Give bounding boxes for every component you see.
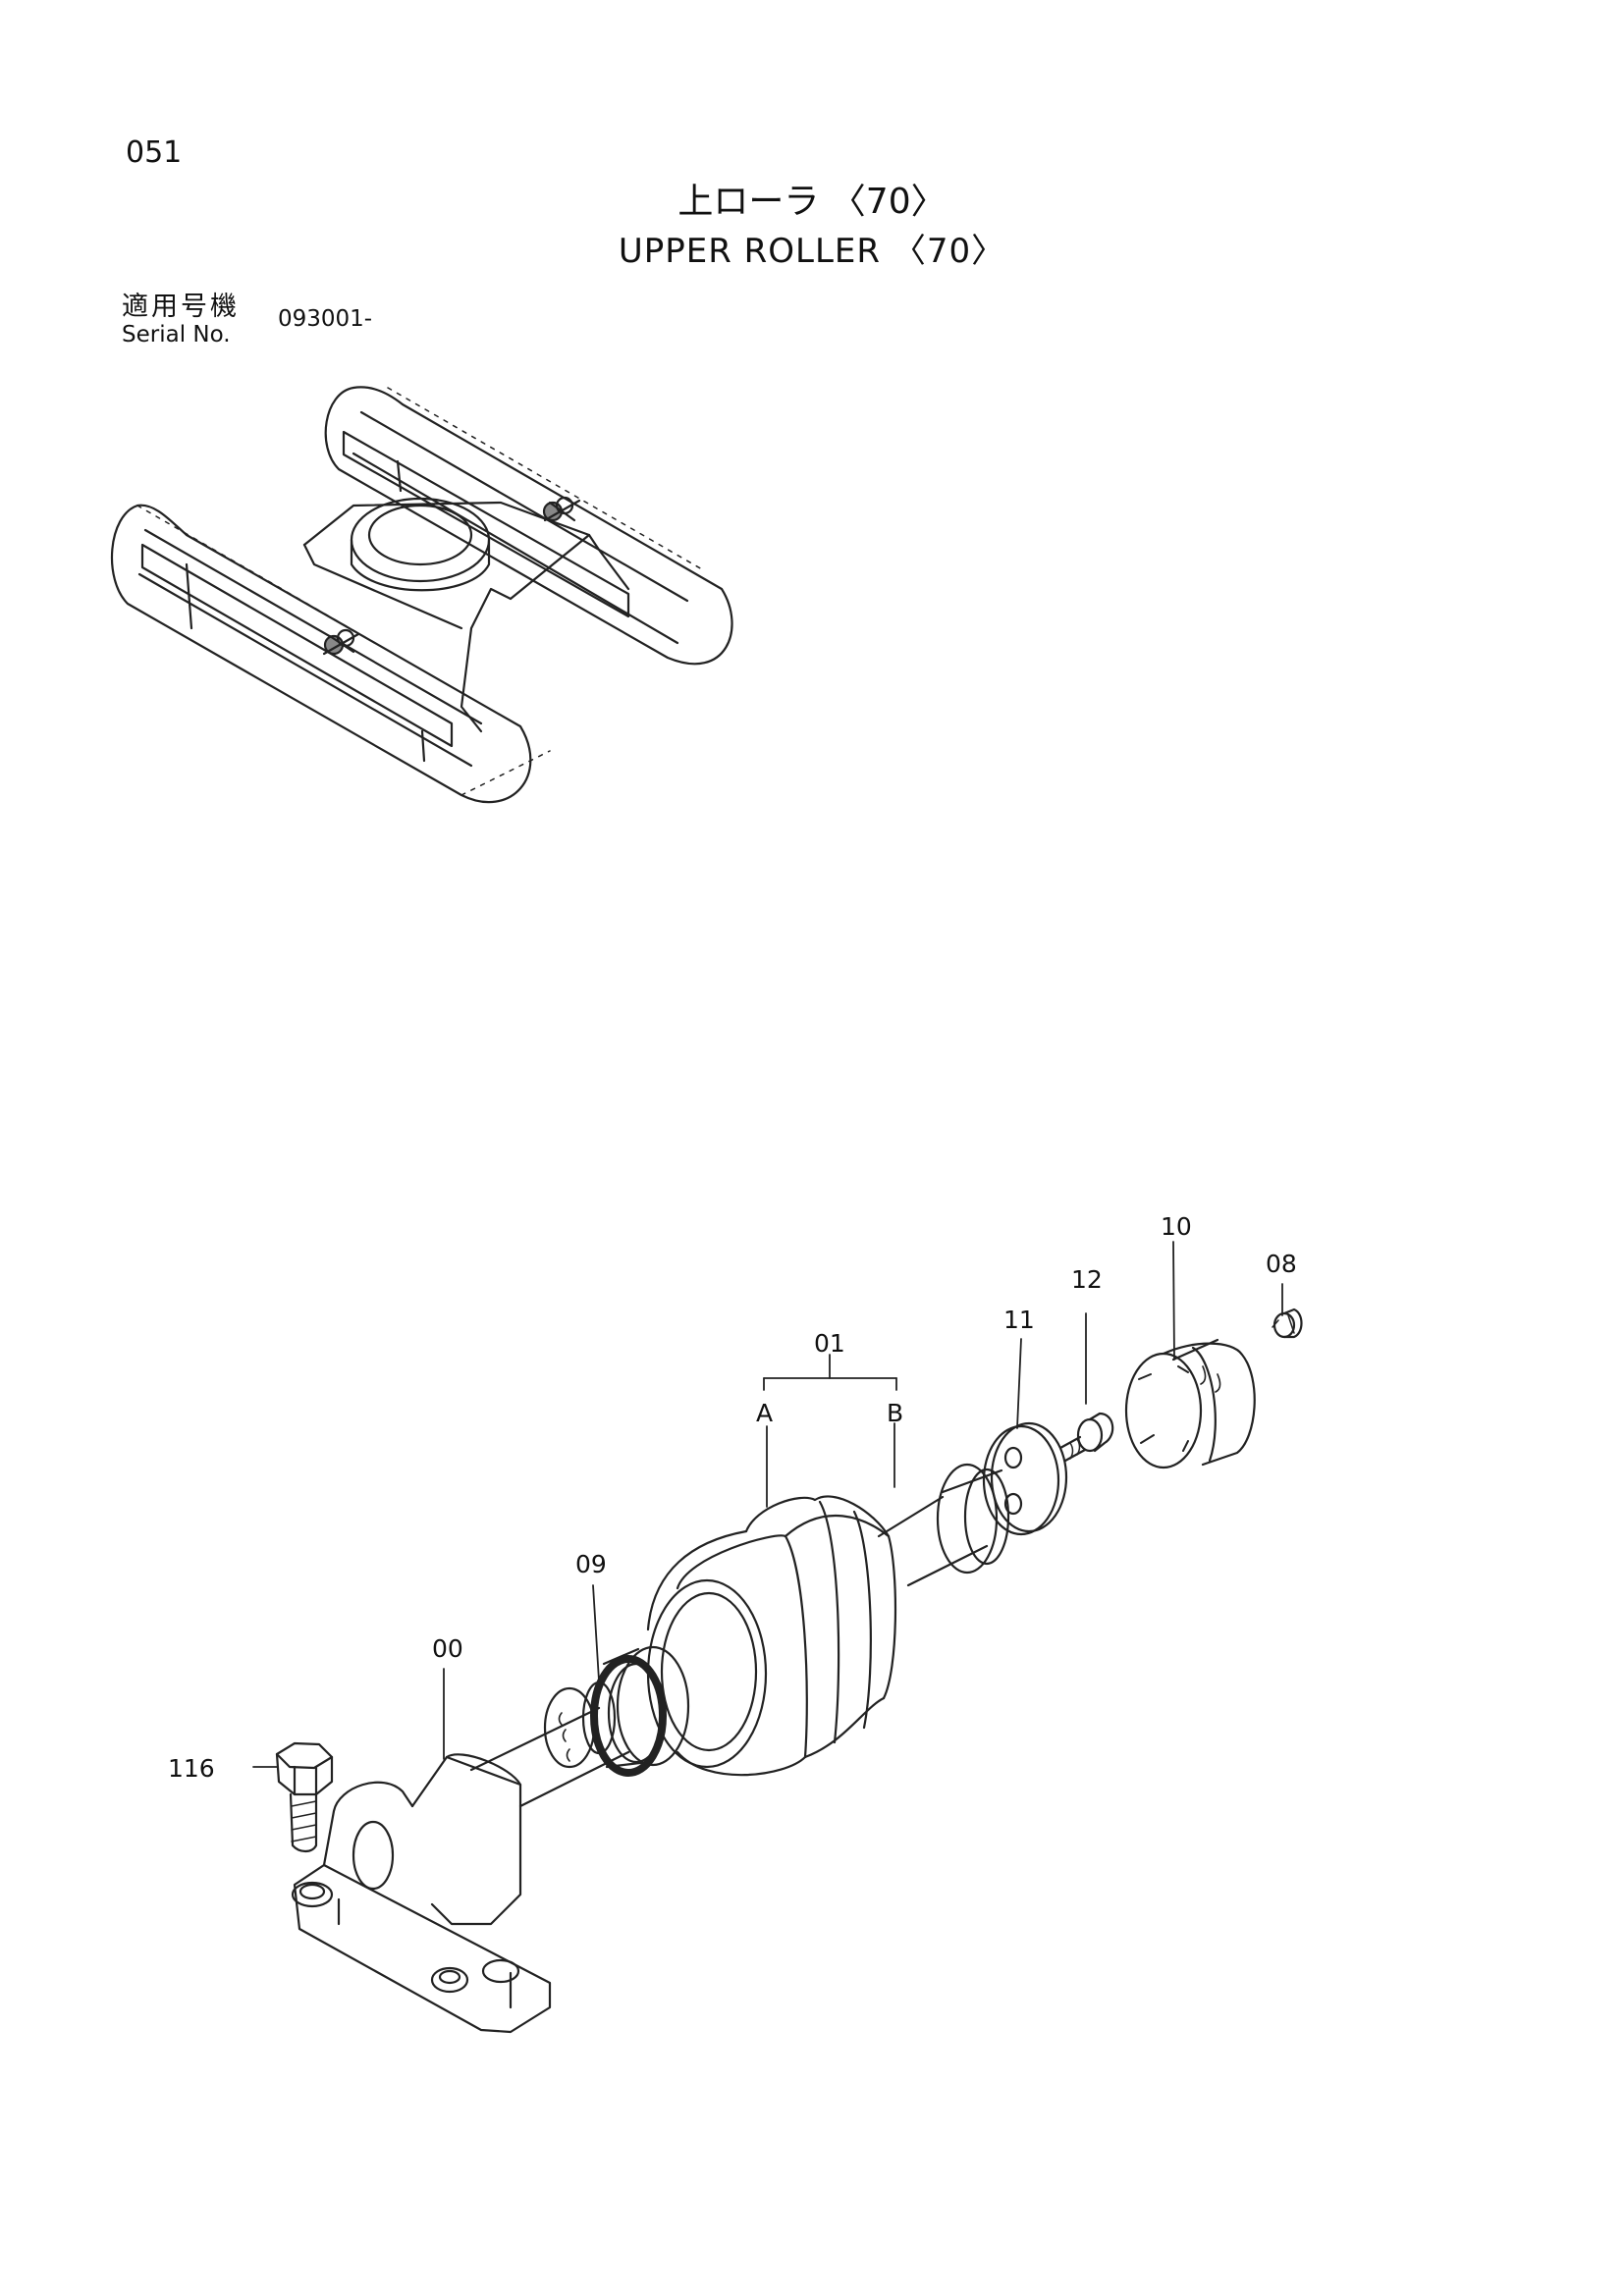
serial-label: Serial No.	[122, 322, 231, 347]
plug-bolt-part	[1058, 1412, 1114, 1463]
callout-11: 11	[1003, 1306, 1035, 1334]
callout-01: 01	[814, 1329, 845, 1358]
page-title-japanese: 上ローラ 〈70〉	[677, 182, 947, 222]
serial-number-value: 093001-	[278, 306, 373, 332]
shaft-sleeve-part	[877, 1463, 1010, 1587]
bolt-part	[275, 1741, 334, 1853]
callout-09: 09	[575, 1550, 607, 1578]
callout-12: 12	[1071, 1265, 1103, 1294]
serial-label-japanese: 適用号機	[122, 292, 240, 322]
page-number: 051	[126, 135, 183, 170]
undercarriage-overview-figure	[110, 386, 733, 804]
cover-part	[1124, 1338, 1256, 1469]
callout-00: 00	[432, 1634, 463, 1663]
thrust-plate-part	[982, 1421, 1068, 1536]
plug-part	[1272, 1308, 1303, 1339]
seal-part	[590, 1645, 690, 1777]
callout-116: 116	[168, 1754, 215, 1783]
callout-08: 08	[1266, 1250, 1297, 1278]
page-title: UPPER ROLLER 〈70〉	[618, 232, 1006, 271]
roller-part	[646, 1495, 897, 1777]
bracket-part	[291, 1681, 630, 2034]
callout-b: B	[887, 1399, 903, 1427]
upper-roller-exploded-view	[252, 1241, 1303, 2034]
callout-a: A	[756, 1399, 773, 1427]
callout-10: 10	[1161, 1212, 1192, 1241]
